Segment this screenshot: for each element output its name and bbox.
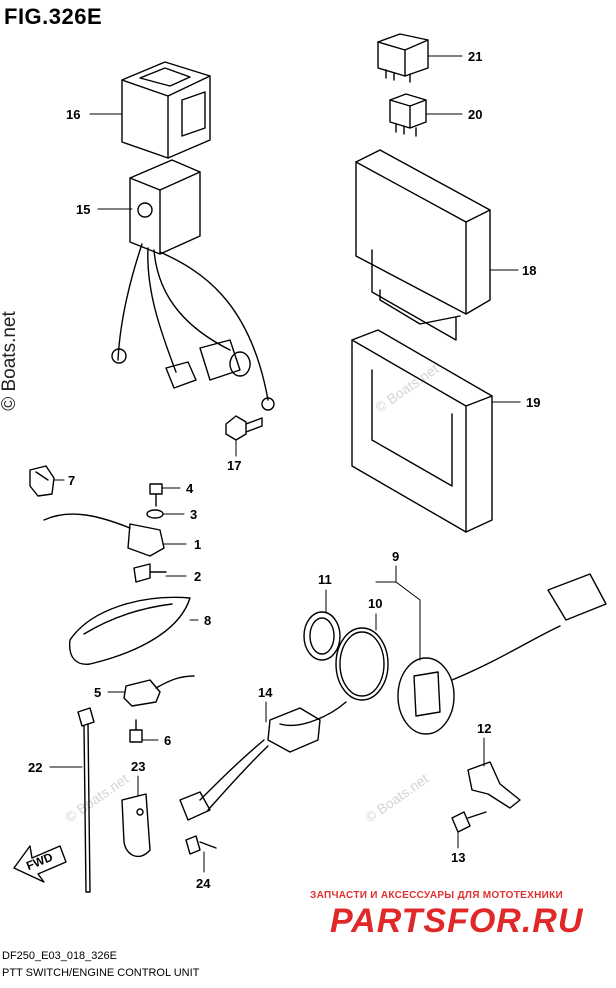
- callout-23: 23: [131, 759, 145, 774]
- part-15-relay-harness: [111, 159, 275, 411]
- leader-lines: [49, 55, 521, 873]
- callout-22: 22: [28, 760, 42, 775]
- part-13-bolt: [451, 811, 487, 833]
- part-17-bolt: [225, 415, 263, 441]
- part-18-ecu: [355, 149, 491, 341]
- part-21-relay: [377, 33, 429, 83]
- part-24-bolt: [185, 835, 217, 855]
- fwd-label: FWD: [24, 850, 55, 873]
- callout-8: 8: [204, 613, 211, 628]
- part-23-clamp: [121, 793, 151, 858]
- callout-10: 10: [368, 596, 382, 611]
- callout-13: 13: [451, 850, 465, 865]
- callout-15: 15: [76, 202, 90, 217]
- part-19-bracket: [351, 329, 493, 533]
- part-22-cable-tie: [77, 707, 95, 893]
- part-20-relay: [389, 93, 427, 137]
- part-11-ring: [303, 611, 341, 661]
- part-5-switch: [123, 675, 195, 707]
- part-6-screw: [129, 719, 143, 743]
- part-8-handle-cover: [68, 596, 191, 665]
- part-3-washer: [146, 509, 164, 519]
- part-16-cover: [121, 61, 211, 159]
- callout-7: 7: [68, 473, 75, 488]
- callout-12: 12: [477, 721, 491, 736]
- part-4-screw: [149, 483, 163, 507]
- callout-4: 4: [186, 481, 194, 496]
- part-9-ptt-switch: [397, 573, 607, 735]
- fwd-arrow-icon: [13, 845, 67, 883]
- callout-24: 24: [196, 876, 211, 891]
- callout-20: 20: [468, 107, 482, 122]
- callout-21: 21: [468, 49, 482, 64]
- callout-11: 11: [318, 572, 332, 587]
- shop-logo: PARTSFOR.RU: [330, 902, 584, 940]
- callout-14: 14: [258, 685, 273, 700]
- callout-9: 9: [392, 549, 399, 564]
- callout-16: 16: [66, 107, 80, 122]
- callout-1: 1: [194, 537, 201, 552]
- shop-tagline: ЗАПЧАСТИ И АКСЕССУАРЫ ДЛЯ МОТОТЕХНИКИ: [310, 890, 563, 901]
- callout-3: 3: [190, 507, 197, 522]
- part-7-clip: [29, 465, 55, 497]
- callout-18: 18: [522, 263, 536, 278]
- part-2-pin: [133, 563, 167, 583]
- callout-labels: 21 20 16 15 18 19 17 7 4 3 1 2 8 5 6 22 …: [24, 49, 540, 891]
- figure-code: DF250_E03_018_326E: [2, 950, 117, 962]
- figure-name: PTT SWITCH/ENGINE CONTROL UNIT: [2, 967, 200, 979]
- callout-2: 2: [194, 569, 201, 584]
- part-1-switch: [43, 513, 165, 557]
- callout-19: 19: [526, 395, 540, 410]
- part-12-clamp: [467, 761, 521, 809]
- callout-17: 17: [227, 458, 241, 473]
- callout-5: 5: [94, 685, 101, 700]
- callout-6: 6: [164, 733, 171, 748]
- part-14-harness: [179, 701, 347, 821]
- part-10-oring: [335, 627, 389, 701]
- figure-title: FIG.326E: [4, 4, 103, 29]
